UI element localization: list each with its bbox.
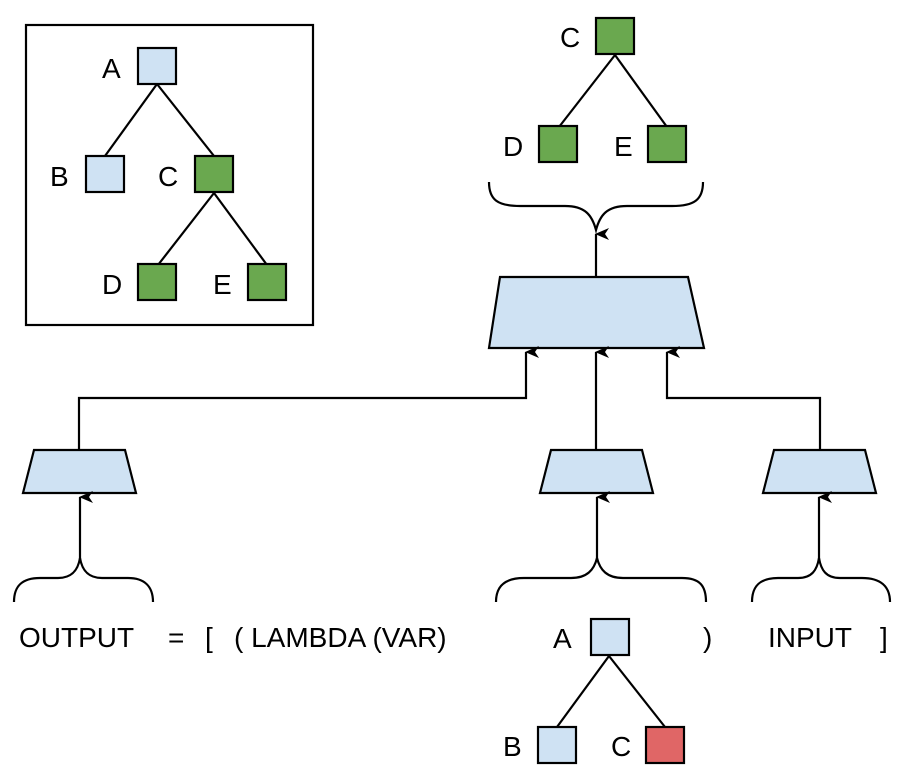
- tree-node-b: [84, 154, 126, 194]
- node-label-a: A: [102, 53, 121, 84]
- tree-edge: [614, 54, 668, 128]
- node-label-c: C: [158, 161, 178, 192]
- output-encoder: [21, 448, 138, 495]
- node-label-e: E: [614, 131, 633, 162]
- expr-close-paren: ): [703, 622, 712, 653]
- lambda-encoder: [538, 448, 655, 495]
- input-brace: [750, 557, 892, 603]
- tree-node-a: [136, 46, 178, 86]
- tree-node-c: [193, 154, 235, 194]
- node-label-c: C: [611, 731, 631, 762]
- connector-output-to-combiner: [77, 346, 539, 450]
- tree-edge: [213, 192, 268, 266]
- tree-node-d: [537, 124, 579, 164]
- tree-node-e: [646, 124, 688, 164]
- tree-edge: [608, 655, 666, 728]
- tree-edge: [556, 655, 610, 728]
- expr-lambda: ( LAMBDA (VAR): [234, 622, 447, 653]
- expr-equals: =: [168, 622, 184, 653]
- node-label-c: C: [560, 22, 580, 53]
- node-label-e: E: [213, 269, 232, 300]
- input-tree: A B C: [503, 617, 686, 765]
- node-label-a: A: [553, 623, 572, 654]
- output-brace: [487, 181, 705, 235]
- input-encoder: [761, 448, 878, 495]
- node-label-b: B: [503, 731, 522, 762]
- tree-edge: [157, 192, 215, 266]
- output-brace-lower: [12, 557, 155, 603]
- tree-node-b: [536, 725, 578, 765]
- tree-node-c: [644, 725, 686, 765]
- output-tree: C D E: [503, 16, 688, 164]
- tree-node-d: [136, 262, 178, 302]
- connector-input-to-combiner: [665, 346, 822, 450]
- node-label-d: D: [102, 269, 122, 300]
- tree-node-a: [589, 617, 631, 657]
- legend-tree: A B C D E: [50, 46, 288, 302]
- tree-edge: [558, 54, 616, 128]
- expr-input: INPUT: [768, 622, 852, 653]
- tree-node-c: [594, 16, 636, 56]
- tree-edge: [156, 83, 215, 157]
- combiner-module: [487, 275, 706, 350]
- expr-close-bracket: ]: [880, 622, 888, 653]
- tree-node-e: [246, 262, 288, 302]
- lambda-brace: [494, 557, 708, 603]
- expr-open-bracket: [: [205, 622, 213, 653]
- node-label-b: B: [50, 161, 69, 192]
- node-label-d: D: [503, 131, 523, 162]
- expr-output: OUTPUT: [19, 622, 134, 653]
- tree-edge: [104, 83, 158, 157]
